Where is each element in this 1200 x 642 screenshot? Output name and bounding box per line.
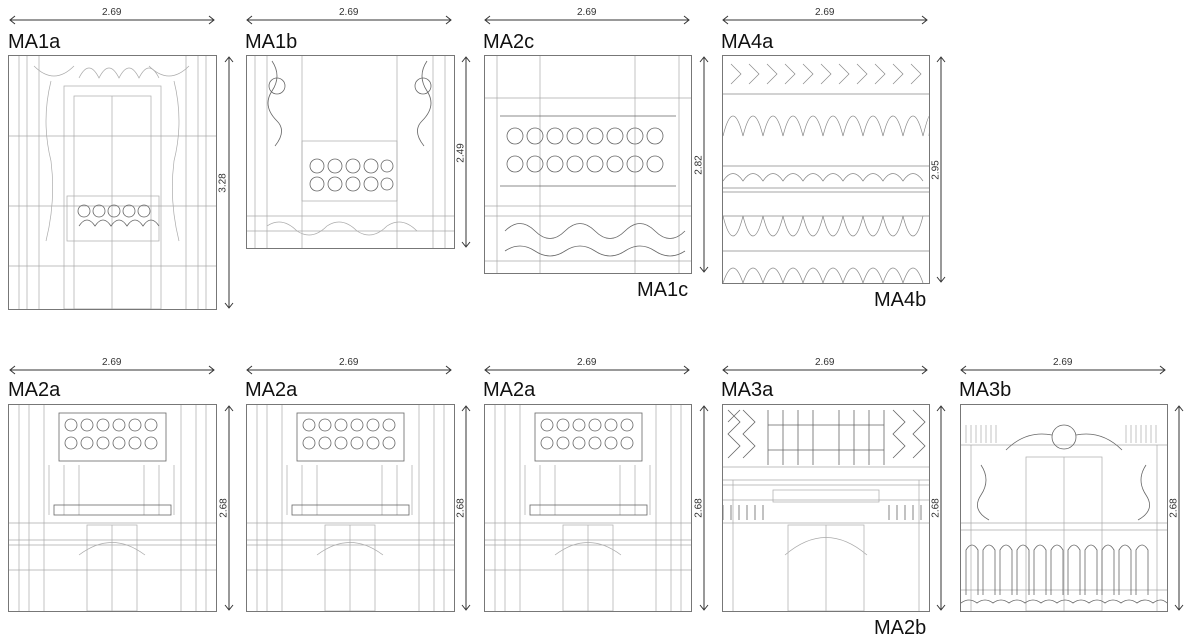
elevation-drawing: [484, 55, 692, 274]
width-dimension-arrow: [722, 15, 928, 25]
height-dimension-label: 2.68: [218, 498, 230, 518]
height-dimension-arrow: [699, 405, 709, 611]
height-dimension-label: 2.82: [693, 155, 705, 175]
elevation-drawing: [8, 55, 217, 310]
elevation-drawing: [246, 55, 455, 249]
width-dimension-arrow: [9, 365, 215, 375]
width-dimension-label: 2.69: [577, 7, 597, 18]
elevation-drawing: [8, 404, 217, 612]
height-dimension-label: 2.95: [930, 160, 942, 180]
height-dimension-arrow: [936, 56, 946, 283]
width-dimension-arrow: [9, 15, 215, 25]
panel-sublabel: MA1c: [637, 279, 689, 301]
height-dimension-label: 2.68: [930, 498, 942, 518]
height-dimension-arrow: [699, 56, 709, 273]
height-dimension-arrow: [1174, 405, 1184, 611]
height-dimension-arrow: [224, 405, 234, 611]
panel-title: MA2a: [483, 379, 536, 401]
width-dimension-label: 2.69: [102, 357, 122, 368]
width-dimension-label: 2.69: [102, 7, 122, 18]
width-dimension-label: 2.69: [815, 7, 835, 18]
width-dimension-label: 2.69: [577, 357, 597, 368]
panel-title: MA3b: [959, 379, 1012, 401]
height-dimension-arrow: [224, 56, 234, 309]
width-dimension-arrow: [960, 365, 1166, 375]
elevation-drawing: [246, 404, 455, 612]
panel-title: MA2a: [245, 379, 298, 401]
height-dimension-arrow: [461, 56, 471, 248]
width-dimension-label: 2.69: [339, 7, 359, 18]
panel-title: MA2a: [8, 379, 61, 401]
width-dimension-arrow: [722, 365, 928, 375]
elevation-drawing: [960, 404, 1168, 612]
panel-title: MA1b: [245, 31, 298, 53]
width-dimension-label: 2.69: [1053, 357, 1073, 368]
height-dimension-label: 2.68: [1168, 498, 1180, 518]
panel-title: MA1a: [8, 31, 61, 53]
width-dimension-arrow: [484, 15, 690, 25]
width-dimension-arrow: [246, 15, 452, 25]
elevation-drawing: [484, 404, 692, 612]
height-dimension-label: 2.68: [455, 498, 467, 518]
width-dimension-arrow: [246, 365, 452, 375]
height-dimension-arrow: [936, 405, 946, 611]
width-dimension-arrow: [484, 365, 690, 375]
height-dimension-label: 2.68: [693, 498, 705, 518]
panel-sublabel: MA2b: [874, 617, 927, 639]
height-dimension-label: 2.49: [455, 143, 467, 163]
height-dimension-label: 3.28: [217, 173, 229, 193]
panel-title: MA3a: [721, 379, 774, 401]
elevation-drawing: [722, 404, 930, 612]
panel-title: MA2c: [483, 31, 535, 53]
elevation-drawing: [722, 55, 931, 285]
width-dimension-label: 2.69: [339, 357, 359, 368]
panel-sublabel: MA4b: [874, 289, 927, 311]
panel-title: MA4a: [721, 31, 774, 53]
height-dimension-arrow: [461, 405, 471, 611]
width-dimension-label: 2.69: [815, 357, 835, 368]
